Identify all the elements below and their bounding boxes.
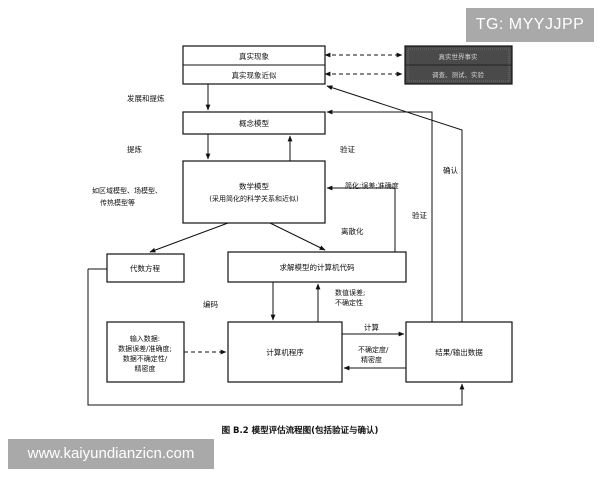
label-numerical-2: 不确定性 — [335, 298, 363, 307]
survey-label: 调查、测试、实验 — [432, 70, 485, 79]
watermark-bottom-left: www.kaiyundianzicn.com — [8, 439, 214, 469]
math-model-box: 数学模型 (采用简化的科学关系和近似) — [182, 160, 326, 224]
real-world-label: 真实世界事实 — [439, 52, 479, 61]
computer-program-label: 计算机程序 — [266, 347, 304, 357]
input-line4: 精密度 — [135, 364, 156, 373]
real-world-shaded-box: 真实世界事实 调查、测试、实验 — [404, 45, 513, 85]
real-approx-label: 真实现象近似 — [232, 70, 277, 80]
watermark-top-right: TG: MYYJJPP — [466, 8, 594, 42]
label-verify-right: 验证 — [412, 210, 427, 220]
label-transport: 传热模型等 — [100, 198, 135, 207]
math-model-title: 数学模型 — [239, 181, 269, 191]
label-simplify: 简化;误差;准确度 — [345, 181, 399, 190]
real-phenomenon-label: 真实现象 — [239, 51, 269, 61]
concept-model-box: 概念模型 — [182, 111, 326, 135]
label-refine: 提炼 — [127, 144, 142, 154]
algebraic-equation-label: 代数方程 — [130, 263, 160, 273]
figure-caption: 图 B.2 模型评估流程图(包括验证与确认) — [222, 425, 379, 436]
solve-code-box: 求解模型的计算机代码 — [227, 251, 407, 283]
label-develop: 发展和提炼 — [127, 93, 165, 103]
input-data-box: 输入数据: 数据误差/准确度; 数据不确定性/ 精密度 — [106, 321, 185, 383]
arrow-code-to-math — [326, 185, 396, 252]
solve-code-label: 求解模型的计算机代码 — [280, 262, 355, 272]
math-model-subtitle: (采用简化的科学关系和近似) — [209, 194, 299, 203]
label-uncert-2: 精密度 — [361, 355, 382, 364]
input-line1: 输入数据: — [130, 334, 160, 343]
real-phenomenon-box: 真实现象 真实现象近似 — [182, 45, 326, 85]
label-discretize: 离散化 — [341, 226, 364, 236]
label-encode: 编码 — [203, 299, 218, 309]
arrow-verify-right — [326, 109, 433, 322]
label-compute: 计算 — [364, 322, 379, 332]
input-line3: 数据不确定性/ — [123, 354, 168, 363]
results-label: 结果/输出数据 — [435, 347, 483, 357]
results-box: 结果/输出数据 — [405, 321, 513, 383]
label-numerical-1: 数值误差; — [335, 288, 365, 297]
arrow-confirm — [326, 85, 463, 322]
concept-model-label: 概念模型 — [239, 118, 269, 128]
arrow-algebraic-to-results — [87, 269, 465, 406]
label-uncert-1: 不确定度/ — [358, 345, 389, 354]
label-confirm: 确认 — [443, 165, 458, 175]
label-verify-top: 验证 — [340, 144, 355, 154]
flow-arrows — [87, 84, 465, 406]
input-line2: 数据误差/准确度; — [118, 344, 172, 353]
arrow-math-to-code — [269, 222, 326, 251]
arrow-math-to-algebraic — [149, 222, 229, 253]
algebraic-equation-box: 代数方程 — [106, 253, 185, 283]
computer-program-box: 计算机程序 — [227, 321, 343, 383]
label-regional: 如区域模型、场模型、 — [92, 186, 162, 195]
